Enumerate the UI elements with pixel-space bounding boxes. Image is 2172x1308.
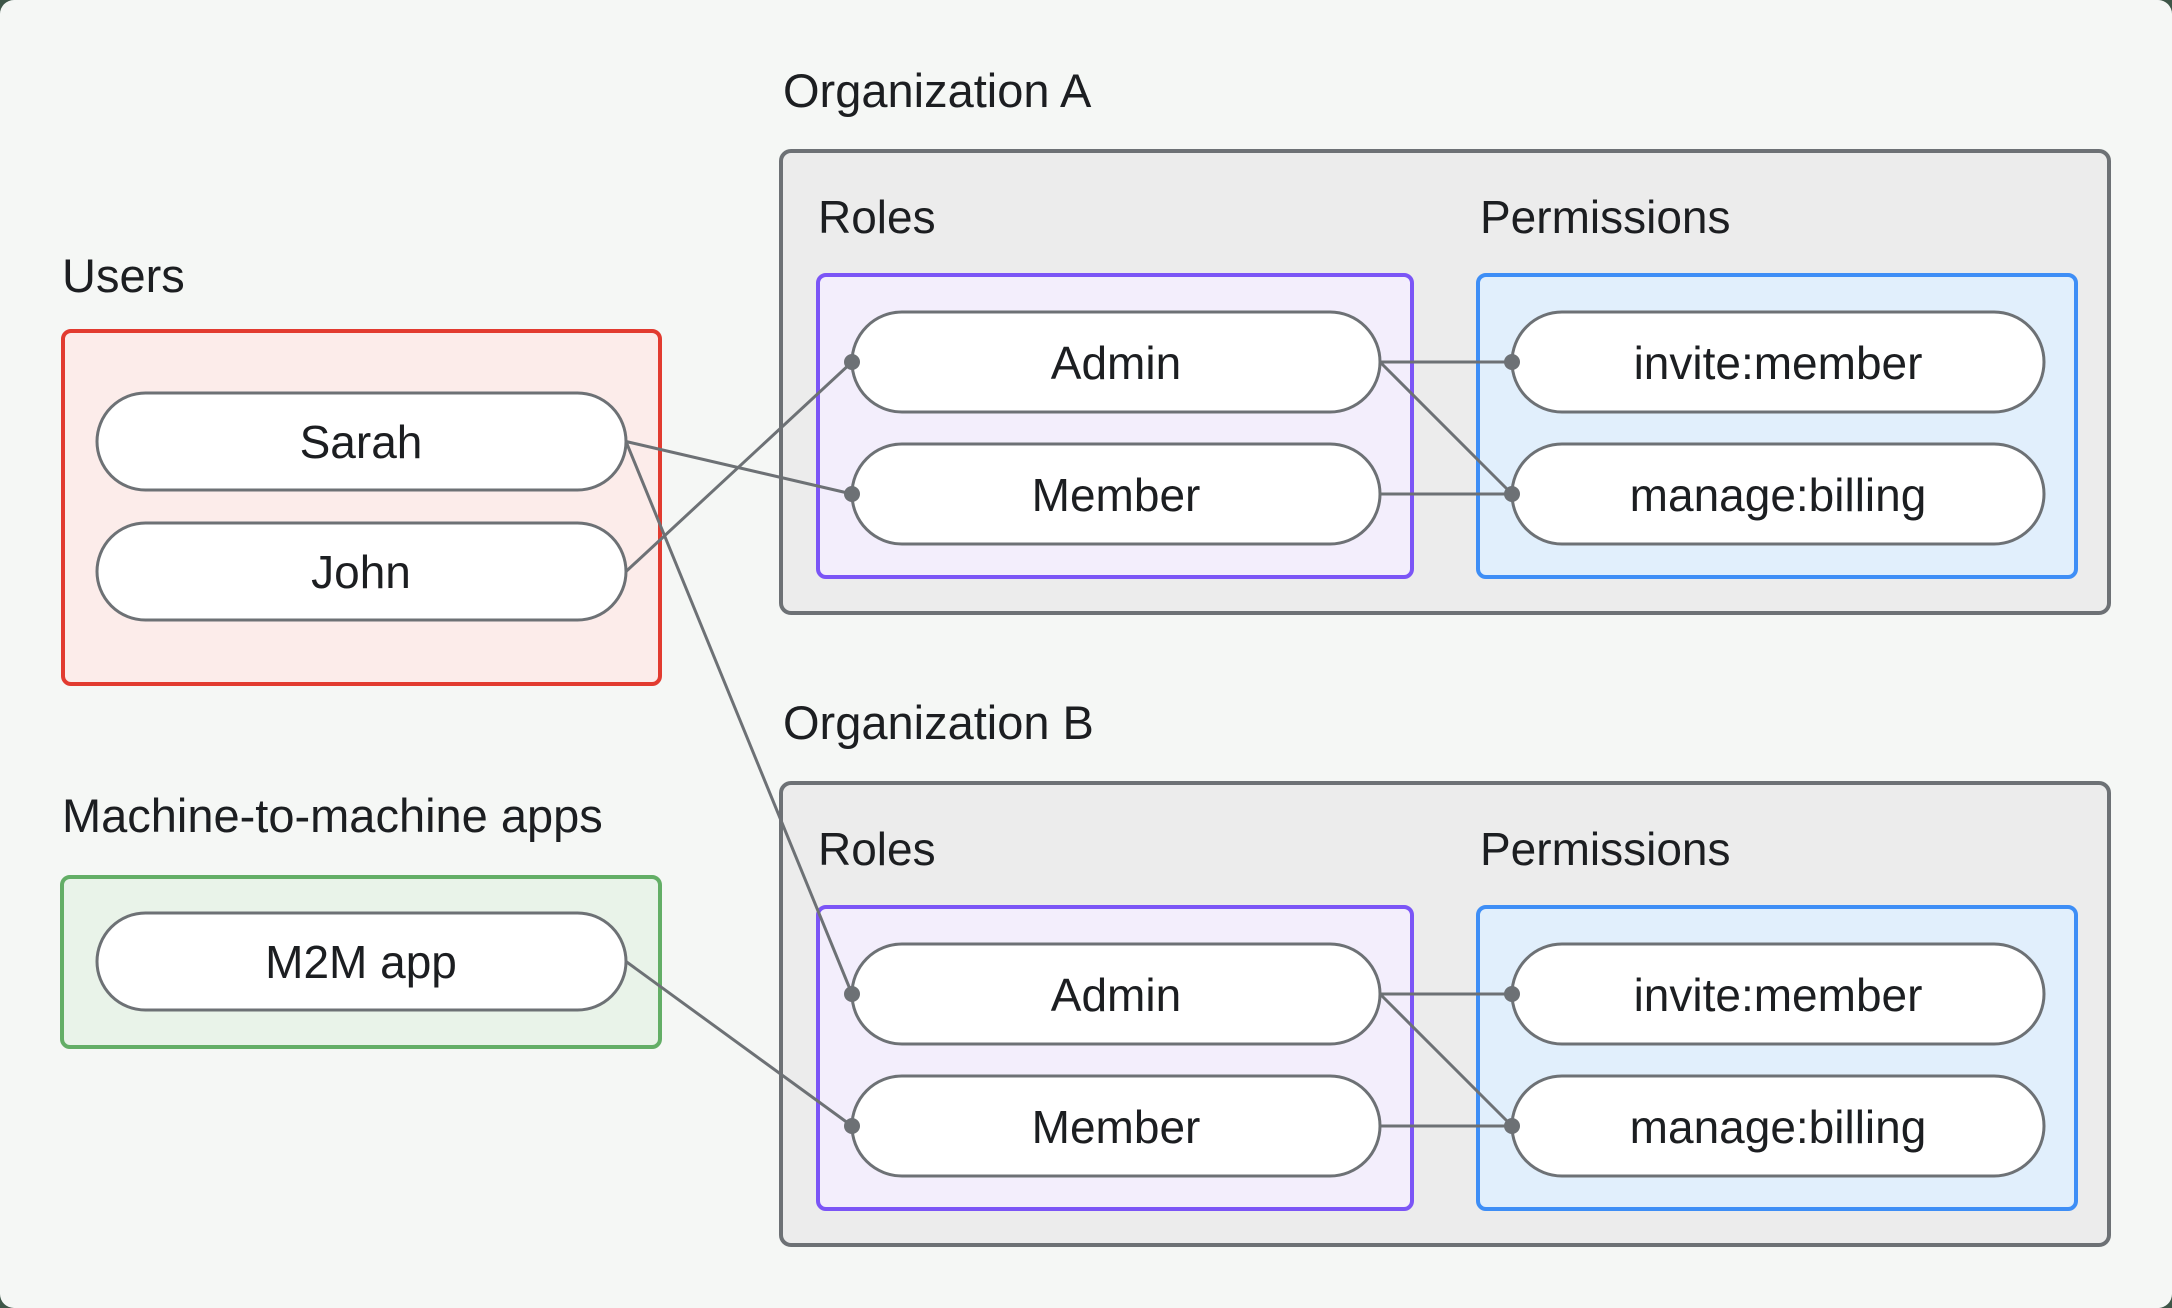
m2m-node-app-label: M2M app [265,936,457,988]
users-group: Users Sarah John [61,249,662,686]
org-b-roles-label: Roles [818,823,936,875]
edge-m2m-app-to-org-b-member [625,960,853,1128]
users-group-box [61,329,662,686]
dot-org-b-manage-billing [1504,1118,1520,1134]
dot-org-b-admin [844,986,860,1002]
org-a-group: Organization A Roles Permissions Admin M… [779,64,2111,615]
dot-org-a-admin [844,354,860,370]
edges [624,360,1514,1128]
org-b-role-admin-label: Admin [1051,969,1181,1021]
edge-dots [844,354,1520,1134]
dot-org-a-member [844,486,860,502]
org-a-role-admin-label: Admin [1051,337,1181,389]
edge-sarah-to-org-b-admin [624,440,854,995]
dot-org-a-invite-member [1504,354,1520,370]
m2m-group: Machine-to-machine apps M2M app [60,789,662,1049]
org-a-permission-manage-billing-label: manage:billing [1630,469,1927,521]
org-b-permissions-label: Permissions [1480,823,1731,875]
org-a-title: Organization A [783,64,1092,117]
users-group-title: Users [62,249,185,302]
org-b-group: Organization B Roles Permissions Admin M… [779,696,2111,1247]
org-a-permission-invite-member-label: invite:member [1634,337,1923,389]
dot-org-b-invite-member [1504,986,1520,1002]
user-node-sarah-label: Sarah [300,416,423,468]
dot-org-b-member [844,1118,860,1134]
edge-org-a-admin-to-manage-billing [1378,360,1514,496]
org-b-permission-manage-billing-label: manage:billing [1630,1101,1927,1153]
dot-org-a-manage-billing [1504,486,1520,502]
m2m-group-title: Machine-to-machine apps [62,789,603,842]
edge-org-b-admin-to-manage-billing [1378,992,1514,1128]
org-a-roles-label: Roles [818,191,936,243]
org-b-permission-invite-member-label: invite:member [1634,969,1923,1021]
org-b-title: Organization B [783,696,1094,749]
org-a-permissions-label: Permissions [1480,191,1731,243]
org-b-role-member-label: Member [1032,1101,1201,1153]
org-a-role-member-label: Member [1032,469,1201,521]
user-node-john-label: John [311,546,411,598]
